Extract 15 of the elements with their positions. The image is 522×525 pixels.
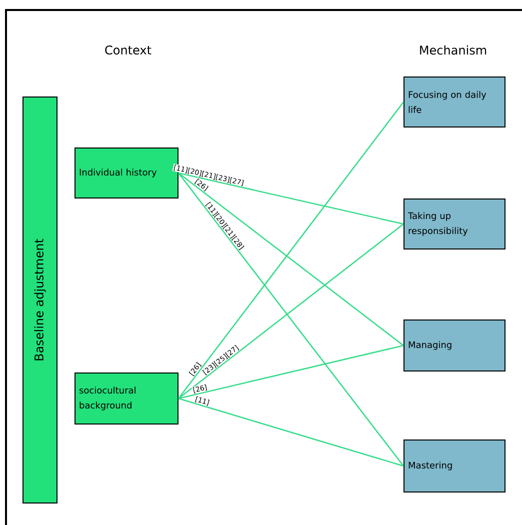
connector-line bbox=[178, 102, 404, 399]
mechanism-box: Mastering bbox=[404, 440, 506, 492]
mechanism-box: Managing bbox=[404, 320, 506, 372]
context-box: sociocultural background bbox=[74, 372, 178, 424]
column-heading: Context bbox=[105, 45, 152, 55]
vertical-band: Baseline adjustment bbox=[22, 96, 58, 504]
connector-line bbox=[178, 172, 404, 225]
mechanism-box: Taking up responsibility bbox=[404, 198, 506, 250]
column-heading: Mechanism bbox=[420, 45, 486, 55]
connector-line bbox=[178, 224, 404, 400]
connector-line bbox=[178, 172, 404, 346]
connector-line bbox=[178, 172, 404, 466]
mechanism-box: Focusing on daily life bbox=[404, 76, 506, 128]
connector-line bbox=[178, 344, 404, 400]
connector-line bbox=[178, 398, 404, 467]
